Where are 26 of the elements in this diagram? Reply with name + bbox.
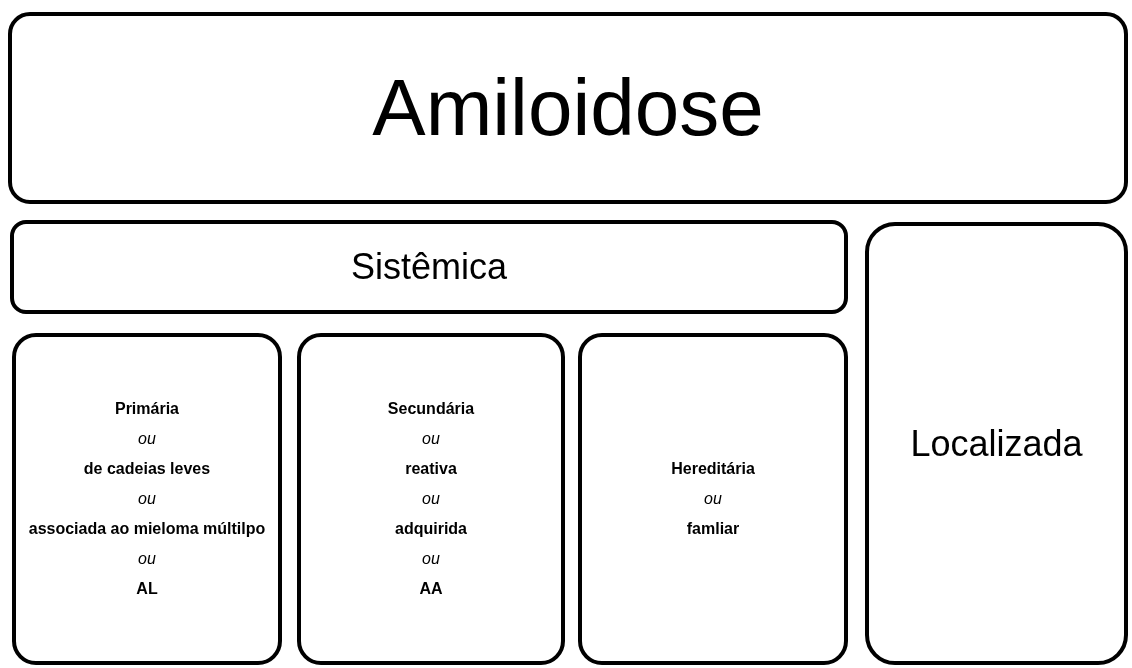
box-label: famliar [686,519,740,539]
box-label: reativa [405,459,457,479]
box-label: ou [704,489,722,509]
box-label: Amiloidose [372,64,764,152]
category-box [865,222,1128,665]
box-label: ou [138,429,156,449]
box-label: ou [422,489,440,509]
box-label: ou [138,549,156,569]
box-label: Hereditária [671,459,755,479]
category-box [10,220,848,314]
type-box [578,333,848,665]
box-label: Localizada [910,423,1083,464]
box-label: ou [422,429,440,449]
box-label: ou [138,489,156,509]
box-label: Sistêmica [350,247,507,287]
box-label: AL [136,579,158,599]
box-label: Primária [114,399,179,419]
box-label: de cadeias leves [83,459,211,479]
box-label: Secundária [387,399,475,419]
title-box [8,12,1128,204]
box-label: AA [419,579,443,599]
type-box [297,333,565,665]
box-label: adquirida [395,519,467,539]
type-box [12,333,282,665]
box-label: associada ao mieloma múltilpo [28,519,266,539]
box-label: ou [422,549,440,569]
